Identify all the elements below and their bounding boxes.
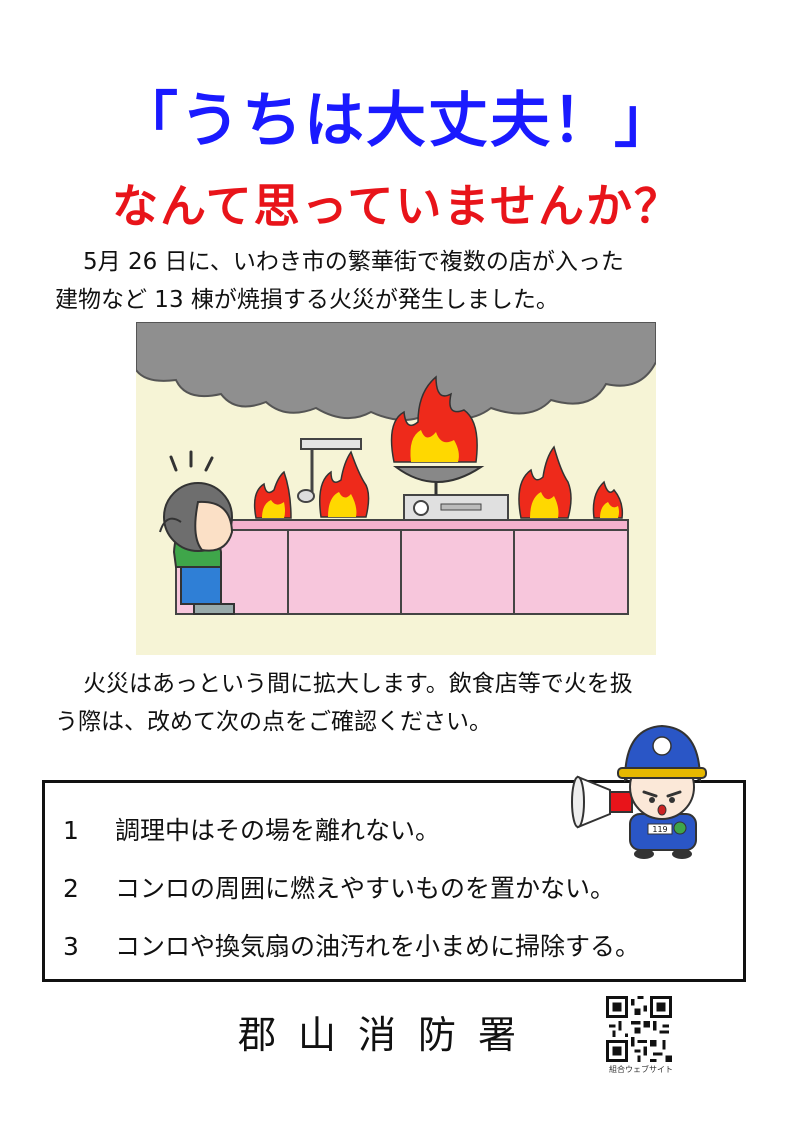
kitchen-cabinet-icon — [175, 519, 629, 615]
ladle-icon — [297, 449, 315, 503]
stove-icon — [403, 494, 509, 521]
frying-pan-icon — [392, 466, 485, 495]
checklist-number: 3 — [63, 932, 79, 961]
megaphone-icon — [571, 775, 633, 829]
organization-name: 郡山消防署 — [238, 1013, 539, 1057]
kitchen-fire-illustration — [136, 322, 656, 655]
checklist-text: 調理中はその場を離れない。 — [115, 816, 441, 845]
flame-icon — [253, 375, 624, 519]
intro-paragraph: 5月 26 日に、いわき市の繁華街で複数の店が入った 建物など 13 棟が焼損す… — [55, 243, 745, 319]
headline-main: 「うちは大丈夫！」 — [118, 86, 676, 156]
checklist-text: コンロの周囲に燃えやすいものを置かない。 — [115, 874, 616, 903]
intro-line-1: 5月 26 日に、いわき市の繁華街で複数の店が入った — [83, 249, 624, 275]
qr-caption: 組合ウェブサイト — [609, 1065, 673, 1074]
checklist-number: 1 — [63, 816, 79, 845]
headline-sub: なんて思っていませんか？ — [111, 179, 683, 233]
intro-line-2: 建物など 13 棟が焼損する火災が発生しました。 — [55, 287, 559, 313]
notice-paragraph: 火災はあっという間に拡大します。飲食店等で火を扱 う際は、改めて次の点をご確認く… — [55, 665, 745, 741]
checklist-item: 1 調理中はその場を離れない。 — [63, 811, 440, 847]
checklist-item: 3 コンロや換気扇の油汚れを小まめに掃除する。 — [63, 927, 640, 963]
checklist-item: 2 コンロの周囲に燃えやすいものを置かない。 — [63, 869, 615, 905]
firefighter-mascot-icon: 119 — [571, 724, 707, 859]
notice-line-1: 火災はあっという間に拡大します。飲食店等で火を扱 — [83, 671, 633, 697]
notice-line-2: う際は、改めて次の点をご確認ください。 — [55, 709, 492, 735]
checklist-text: コンロや換気扇の油汚れを小まめに掃除する。 — [115, 932, 641, 961]
checklist-number: 2 — [63, 874, 79, 903]
panicked-person-icon — [159, 450, 235, 615]
smoke-cloud-icon — [136, 322, 656, 421]
safety-checklist: 1 調理中はその場を離れない。 2 コンロの周囲に燃えやすいものを置かない。 3 コン… — [42, 780, 746, 982]
qr-code-icon[interactable] — [606, 996, 672, 1062]
badge-number: 119 — [652, 825, 667, 834]
